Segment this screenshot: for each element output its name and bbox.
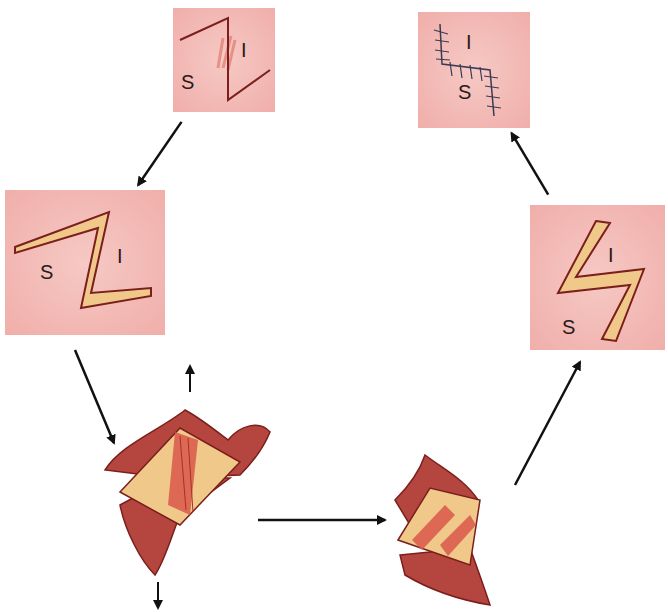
step-arrow [75, 350, 580, 608]
step-arrow [512, 133, 549, 195]
incision-drawing [530, 205, 665, 350]
flap-letter: I [466, 32, 472, 52]
incision-drawing [5, 190, 165, 335]
flap-letter: S [40, 262, 53, 282]
skin-panel: IS [530, 205, 665, 350]
incision-drawing [418, 12, 530, 128]
incision-drawing [173, 8, 275, 112]
skin-panel: IS [418, 12, 530, 128]
flap-letter: S [181, 72, 194, 92]
step-arrow [138, 122, 181, 185]
flap-letter: I [241, 40, 247, 60]
flap-letter: I [608, 245, 614, 265]
flap-letter: I [117, 246, 123, 266]
flap-letter: S [562, 317, 575, 337]
skin-panel: SI [5, 190, 165, 335]
flap-illustration [395, 455, 490, 605]
flap-letter: S [458, 82, 471, 102]
flap-illustration [105, 410, 270, 575]
skin-panel: IS [173, 8, 275, 112]
